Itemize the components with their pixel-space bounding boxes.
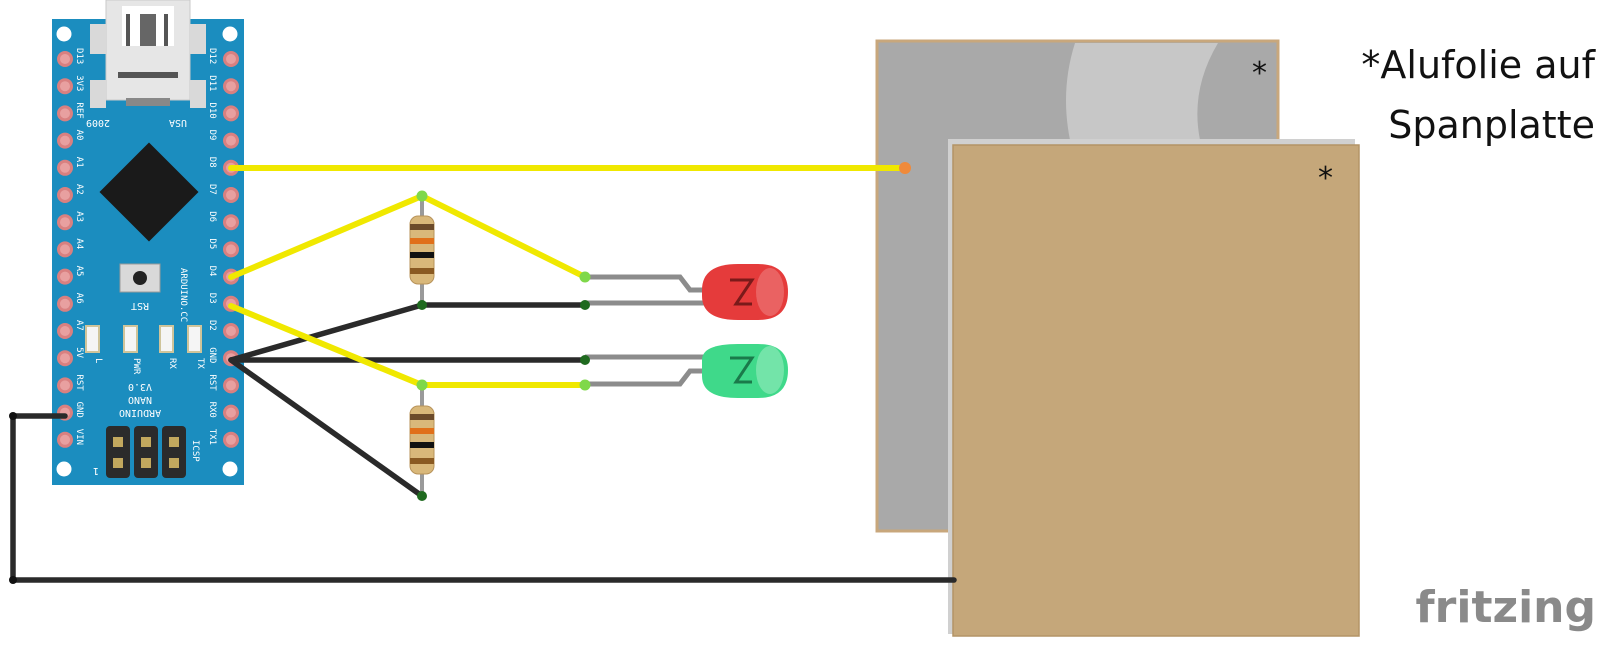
icsp-label: ICSP [190,440,200,462]
board-year: 2009 [86,117,110,128]
right-pin-label: D9 [207,130,217,141]
reset-button-icon [119,263,161,293]
led-legs [585,274,710,387]
led-label-rx: RX [167,358,177,369]
resistor-top [409,197,435,303]
note-line-2: Spanplatte [1388,103,1595,147]
right-pin-pad [223,51,239,67]
right-pin-label: D11 [207,75,217,91]
asterisk-back: * [1252,56,1267,91]
left-pin-label: A0 [74,130,84,141]
board-country: USA [169,117,187,128]
left-pin-pad [57,214,73,231]
right-pin-label: D8 [207,157,217,168]
arduino-nano-board: 2009 USA RST L PWR RX TX V3.0 NANO ARDUI… [52,0,244,485]
left-pin-label: D13 [74,48,84,64]
right-pin-pad [223,323,239,339]
onboard-leds [85,325,202,353]
left-pin-pad [57,132,73,149]
board-version: V3.0 [128,381,152,392]
board-model: ARDUINO [119,407,161,418]
icsp-header-icon [106,426,186,478]
left-pin-label: A7 [74,320,84,331]
left-pin-pad [57,159,73,176]
wires [9,162,957,584]
resistor-bottom [409,387,435,495]
right-pin-pad [223,214,239,231]
right-pin-label: D12 [207,48,217,64]
left-pin-label: A6 [74,293,84,304]
note-line-1: *Alufolie auf [1361,43,1596,87]
left-pin-label: REF [74,102,84,118]
right-pin-pad [223,132,239,149]
left-pin-pad [57,350,73,367]
left-pin-label: A5 [74,266,84,277]
wire-endpoints [9,162,911,584]
right-pin-label: GND [207,347,217,363]
right-pin-label: D6 [207,211,217,222]
left-pin-pad [57,323,73,339]
right-pin-pad [223,78,239,95]
right-pin-pad [223,404,239,421]
left-pin-label: A4 [74,238,84,249]
led-label-l: L [93,358,103,363]
left-pin-label: GND [74,402,84,418]
right-pin-pad [223,187,239,203]
left-pin-label: 3V3 [74,75,84,91]
right-pin-pad [223,105,239,122]
fritzing-logo: fritzing [1416,582,1596,633]
led-label-tx: TX [195,358,205,369]
right-pin-label: D2 [207,320,217,331]
left-pin-pad [57,377,73,394]
icsp-index: 1 [93,465,99,476]
left-pin-label: VIN [74,429,84,445]
board-site: ARDUINO.CC [178,268,188,322]
right-pin-label: RST [207,374,217,391]
right-pin-label: D4 [207,266,217,277]
left-pin-label: A3 [74,211,84,222]
right-pin-label: TX1 [207,429,217,445]
right-pin-label: RX0 [207,402,217,418]
right-pin-pad [223,431,239,448]
left-pin-label: A2 [74,184,84,195]
board-model-line2: NANO [128,394,152,405]
left-pin-pad [57,51,73,67]
left-pin-pad [57,105,73,122]
chipboard-plate-front: * [948,139,1360,637]
left-pin-pad [57,241,73,258]
usb-connector-icon [90,0,206,108]
left-pin-label: 5V [74,347,84,358]
left-pin-pad [57,78,73,95]
material-note: *Alufolie auf Spanplatte [1361,43,1596,147]
led-label-pwr: PWR [131,358,141,375]
right-pin-label: D7 [207,184,217,195]
red-led-icon [702,264,788,320]
left-pin-pad [57,295,73,312]
left-pin-pad [57,268,73,285]
onboard-led-labels: L PWR RX TX [93,358,205,375]
right-pin-pad [223,241,239,258]
yellow-wires [228,165,908,388]
right-pin-label: D10 [207,102,217,118]
mcu-chip-icon [99,142,199,242]
left-pin-pad [57,187,73,203]
right-pin-label: D5 [207,238,217,249]
asterisk-front: * [1318,161,1333,196]
left-pin-pad [57,431,73,448]
left-pin-label: RST [74,374,84,391]
green-led-icon [702,344,788,398]
right-pin-label: D3 [207,293,217,304]
left-pin-label: A1 [74,157,84,168]
reset-label: RST [131,300,149,311]
right-pin-pad [223,377,239,394]
